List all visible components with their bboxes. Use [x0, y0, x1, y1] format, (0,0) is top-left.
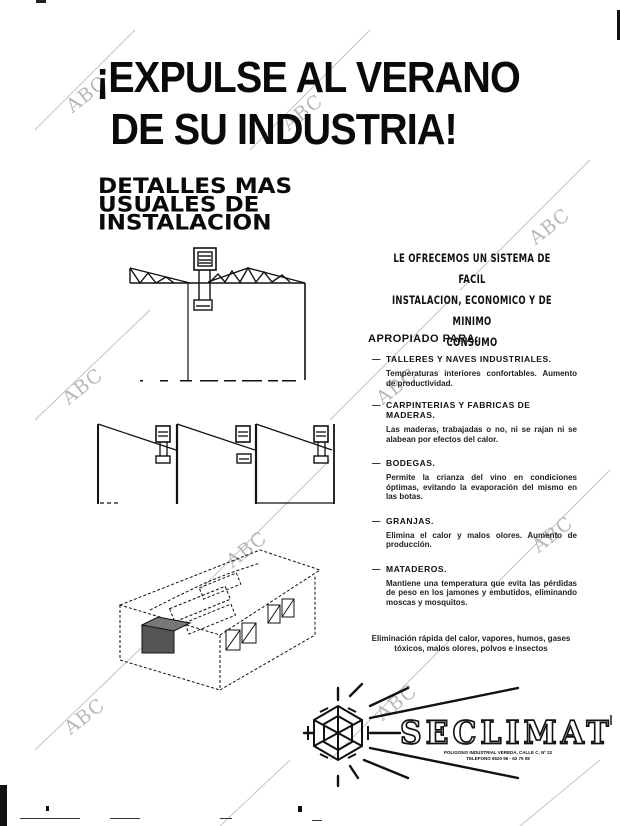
brand-address: POLIGONO INDUSTRIAL VEREDA, CALLE C, Nº … [418, 750, 578, 761]
use-item: — BODEGAS. Permite la crianza del vino en… [372, 458, 577, 502]
headline-line-1: ¡EXPULSE AL VERANO [96, 53, 521, 102]
diagram-roof-installation [129, 247, 306, 382]
diagram-isometric-building [118, 549, 322, 691]
details-heading-line-1: DETALLES MAS [98, 175, 293, 199]
use-description: Temperaturas interiores confortables. Au… [386, 369, 577, 388]
footer-rule [312, 820, 322, 821]
address-line-2: TELEFONO 6520 96 - 62 75 08 [466, 755, 530, 761]
brand-name: SECLIMAT [399, 715, 613, 752]
offer-line-3: CONSUMO [446, 335, 498, 349]
use-item: — CARPINTERIAS Y FABRICAS DE MADERAS. Las… [372, 400, 577, 444]
use-item: — TALLERES Y NAVES INDUSTRIALES. Temperat… [372, 354, 577, 388]
dash: — [372, 563, 381, 574]
use-item: — GRANJAS. Elimina el calor y malos olore… [372, 516, 577, 550]
use-title: MATADEROS. [386, 563, 447, 574]
scan-speck [36, 0, 46, 3]
offer-line-2: INSTALACION, ECONOMICO Y DE MINIMO [392, 293, 552, 328]
dash: — [372, 400, 381, 410]
scan-edge-right [617, 10, 620, 40]
details-heading: DETALLES MAS USUALES DE INSTALACION [98, 175, 293, 235]
snowflake-sun-logo-icon [302, 682, 520, 788]
use-description: Elimina el calor y malos olores. Aumento… [386, 530, 577, 550]
dash: — [372, 515, 381, 526]
scan-mark [610, 715, 612, 725]
scan-speck [298, 806, 302, 812]
use-title: CARPINTERIAS Y FABRICAS DE MADERAS. [386, 400, 531, 420]
headline: ¡EXPULSE AL VERANO DE SU INDUSTRIA! [96, 52, 546, 156]
use-description: Mantiene una temperatura que evita las p… [386, 578, 577, 607]
footer-rule [110, 818, 140, 819]
headline-line-2: DE SU INDUSTRIA! [110, 105, 457, 154]
diagram-sawtooth-installation [97, 423, 335, 504]
details-heading-line-2: USUALES DE [98, 193, 260, 217]
address-line-1: POLIGONO INDUSTRIAL VEREDA, CALLE C, Nº … [443, 750, 553, 755]
offer-line-1: LE OFRECEMOS UN SISTEMA DE FACIL [393, 251, 551, 286]
scan-speck [46, 806, 49, 811]
dash: — [372, 458, 381, 468]
brand-logo: SECLIMAT [399, 715, 613, 752]
use-item: — MATADEROS. Mantiene una temperatura que… [372, 564, 577, 608]
scan-edge-left [0, 785, 7, 826]
use-description: Permite la crianza del vino en condicion… [386, 473, 577, 501]
use-title: TALLERES Y NAVES INDUSTRIALES. [386, 354, 552, 364]
use-description: Las maderas, trabajadas o no, ni se raja… [386, 425, 577, 444]
apropiado-label: APROPIADO PARA: [368, 333, 480, 345]
footer-rule [20, 818, 80, 819]
dash: — [372, 354, 381, 364]
offer-text: LE OFRECEMOS UN SISTEMA DE FACIL INSTALA… [382, 248, 562, 353]
details-heading-line-3: INSTALACION [98, 211, 272, 235]
uses-list: — TALLERES Y NAVES INDUSTRIALES. Temperat… [372, 354, 577, 617]
elimination-text: Eliminación rápida del calor, vapores, h… [371, 634, 571, 653]
use-title: BODEGAS. [386, 458, 436, 468]
footer-rule [220, 818, 232, 819]
use-title: GRANJAS. [386, 515, 434, 526]
